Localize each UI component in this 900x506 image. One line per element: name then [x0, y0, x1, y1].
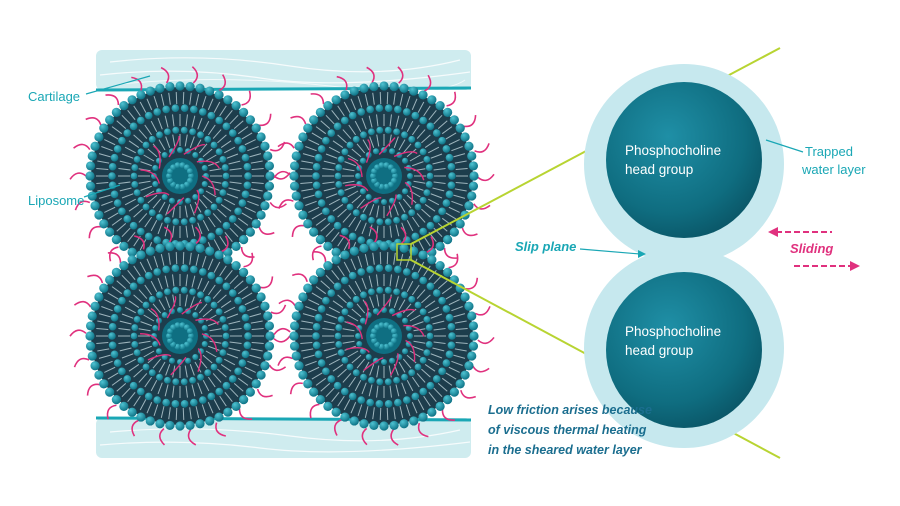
slip-plane-pointer [579, 248, 641, 255]
head-group-bottom-label-line2: head group [625, 343, 693, 358]
sliding-arrow-left [768, 227, 832, 237]
zoomed-view [584, 64, 784, 448]
head-group-bottom [606, 272, 762, 428]
head-group-top [606, 82, 762, 238]
trapped-water-pointer [765, 139, 804, 153]
liposome [273, 226, 495, 446]
liposome-group [69, 66, 495, 446]
liposome-pointer [83, 184, 121, 198]
zoom-box [396, 243, 412, 261]
slip-plane-arrowhead [638, 250, 646, 258]
cartilage-label: Cartilage [28, 89, 80, 104]
liposome [273, 66, 495, 286]
head-group-bottom-label-line1: Phosphocholine [625, 324, 721, 339]
cartilage-pointer [85, 75, 151, 95]
head-group-top-label-line2: head group [625, 162, 693, 177]
slip-plane-label: Slip plane [515, 239, 576, 254]
trapped-water-label-line1: Trapped [805, 144, 853, 159]
liposome-label: Liposome [28, 193, 84, 208]
note-line1: Low friction arises because [488, 403, 652, 417]
trapped-water-label-line2: water layer [801, 162, 866, 177]
note-line2: of viscous thermal heating [488, 423, 647, 437]
sliding-arrow-right [794, 261, 860, 271]
note-line3: in the sheared water layer [488, 443, 643, 457]
liposome [69, 66, 291, 286]
cartilage-top [95, 50, 472, 92]
sliding-label: Sliding [790, 241, 833, 256]
liposome [69, 226, 291, 446]
head-group-top-label-line1: Phosphocholine [625, 143, 721, 158]
